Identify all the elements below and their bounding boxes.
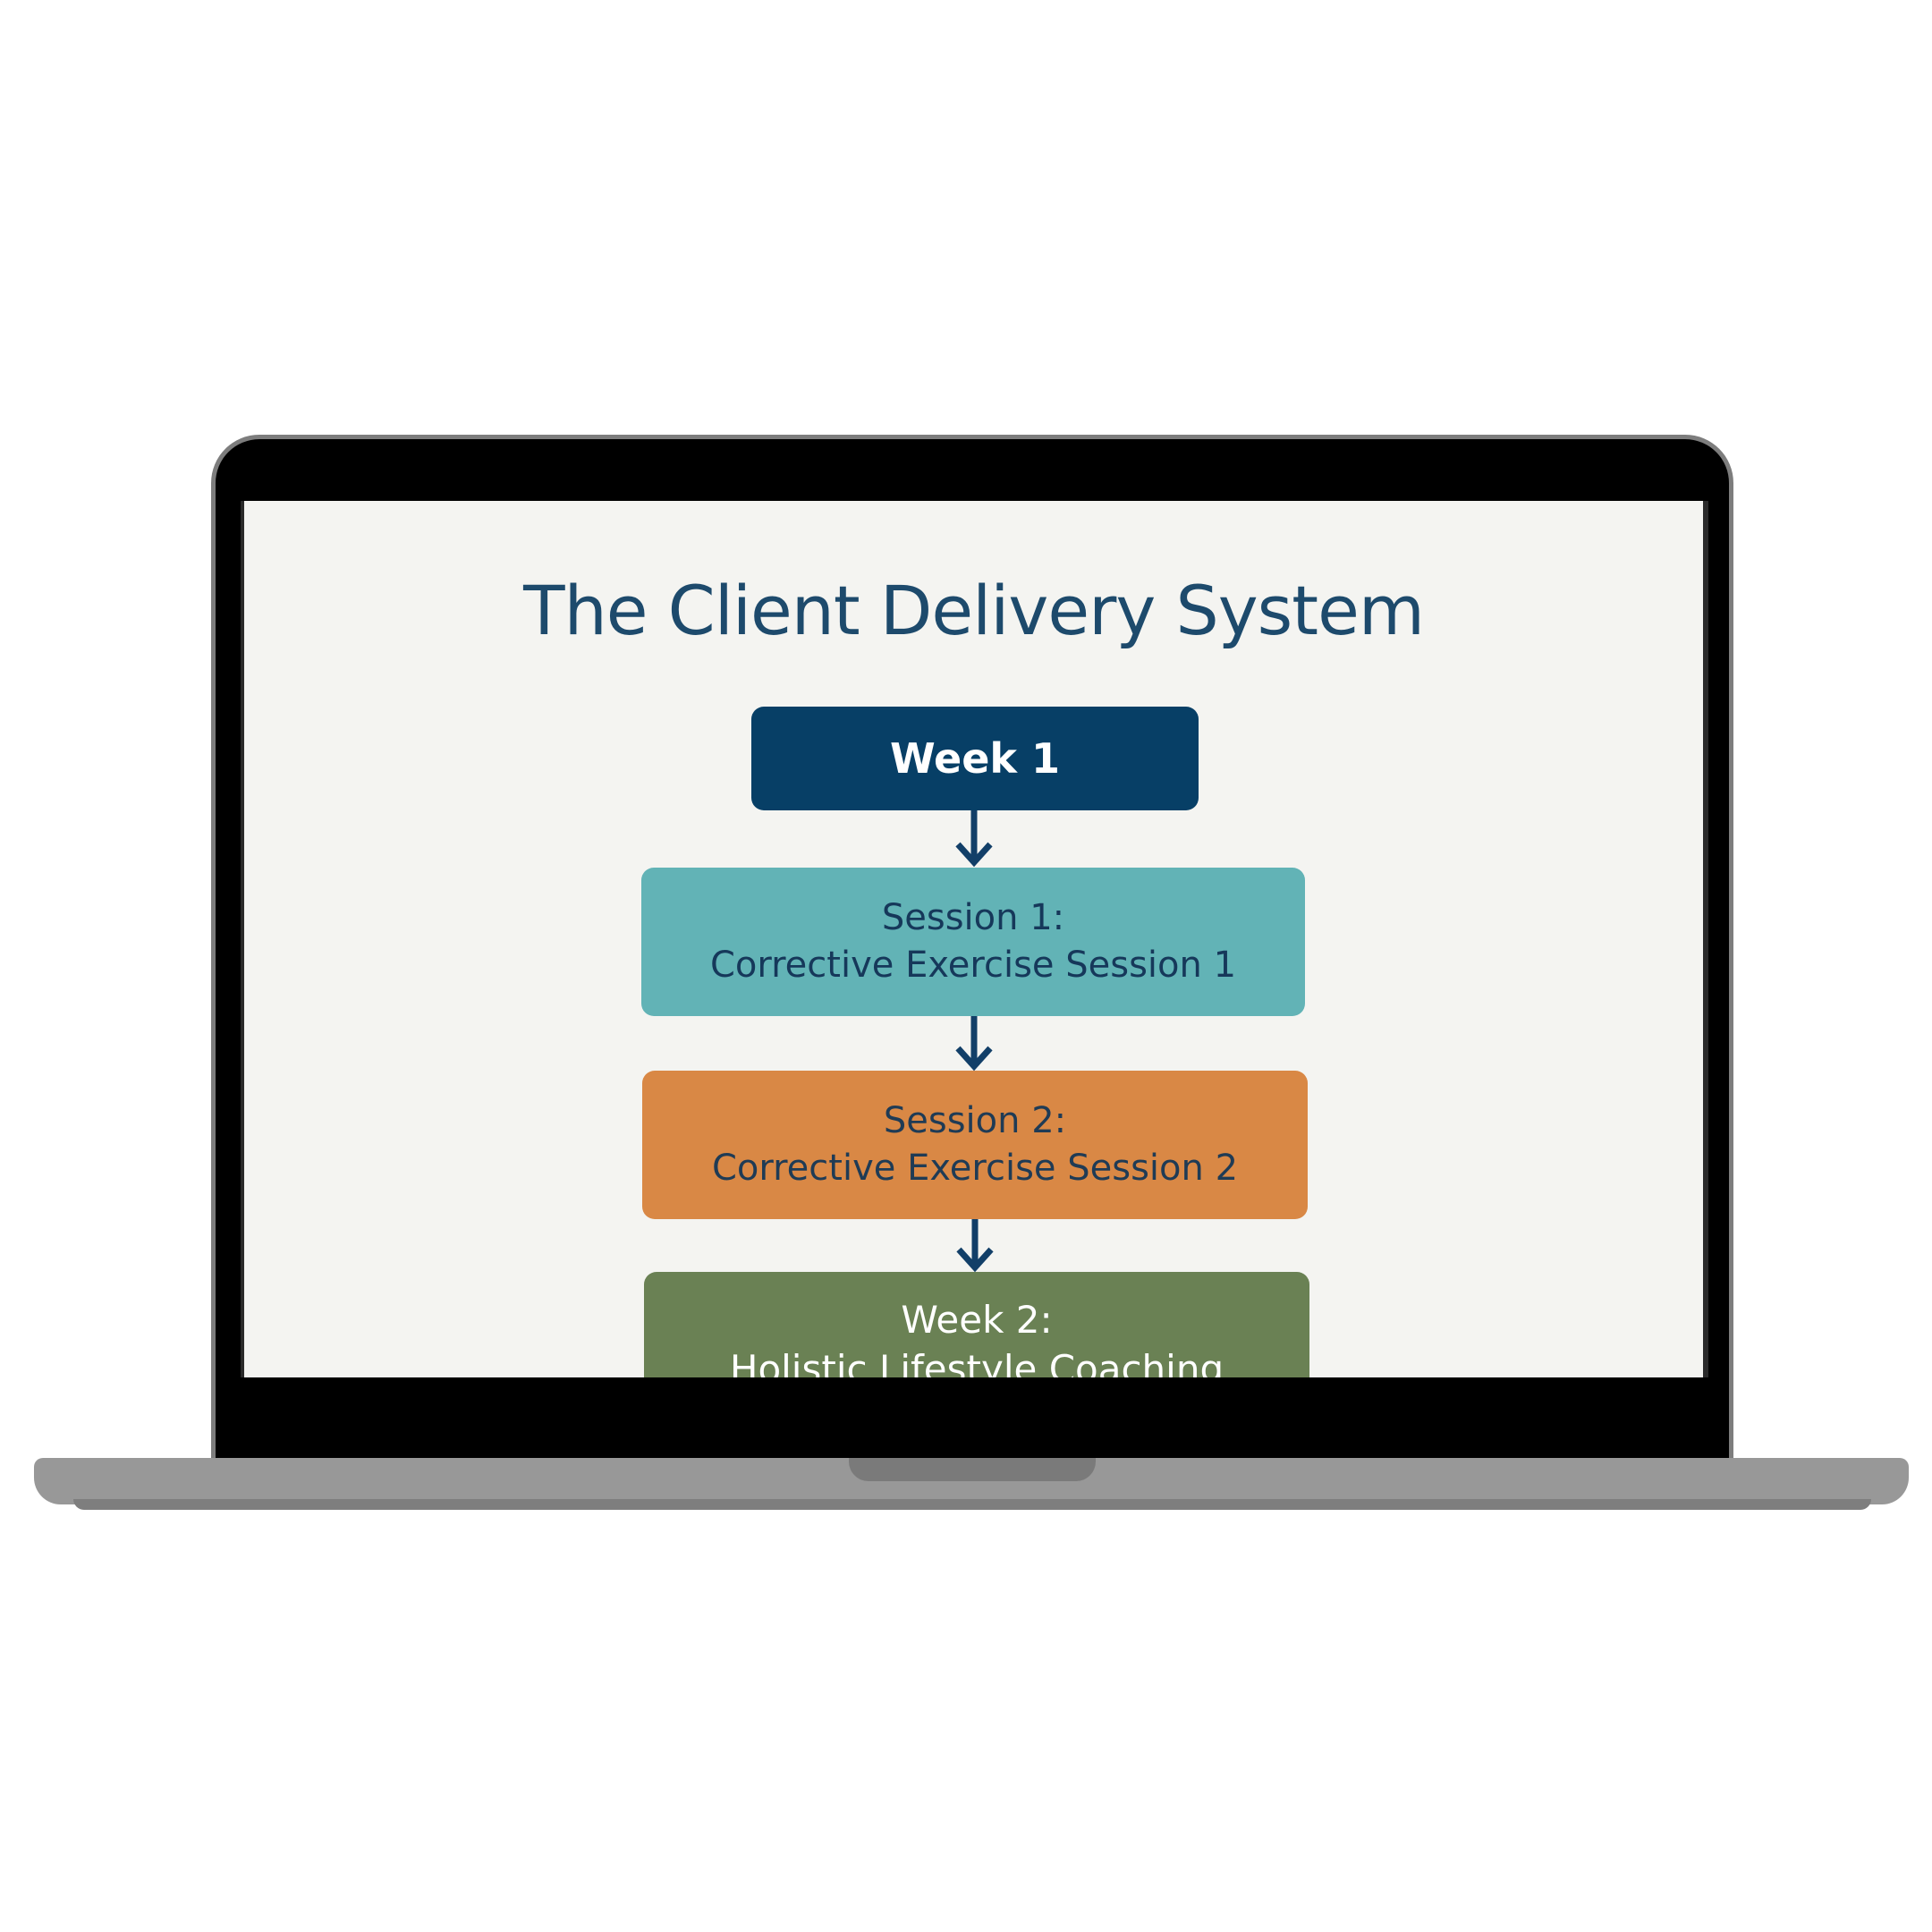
step-session-1-detail: Corrective Exercise Session 1 xyxy=(709,945,1237,986)
step-week-1-label: Week 1 xyxy=(889,733,1061,783)
step-session-1: Session 1: Corrective Exercise Session 1 xyxy=(641,868,1305,1016)
step-week-2-heading: Week 2: xyxy=(901,1298,1053,1342)
arrow-down-icon xyxy=(956,1219,994,1273)
laptop-base-foot xyxy=(73,1499,1871,1510)
arrow-down-icon xyxy=(955,810,993,868)
laptop-opening-notch xyxy=(849,1458,1096,1481)
arrow-down-icon xyxy=(955,1016,993,1072)
laptop-screen: The Client Delivery System Week 1 Sessio… xyxy=(241,501,1708,1377)
step-week-2-detail: Holistic Lifestyle Coaching xyxy=(729,1347,1224,1377)
screen-bottom-bezel xyxy=(216,1377,1729,1462)
step-session-2: Session 2: Corrective Exercise Session 2 xyxy=(642,1071,1308,1219)
step-week-1: Week 1 xyxy=(751,707,1199,810)
slide-title: The Client Delivery System xyxy=(523,571,1425,650)
step-session-2-heading: Session 2: xyxy=(883,1100,1067,1142)
step-session-1-heading: Session 1: xyxy=(881,897,1065,939)
step-week-2: Week 2: Holistic Lifestyle Coaching xyxy=(644,1272,1309,1377)
step-session-2-detail: Corrective Exercise Session 2 xyxy=(711,1148,1239,1189)
